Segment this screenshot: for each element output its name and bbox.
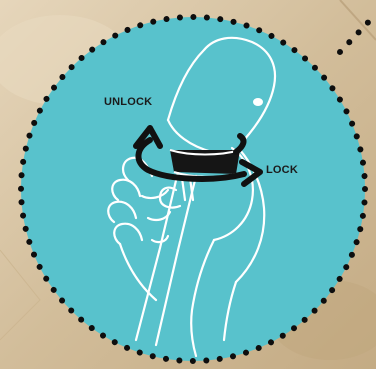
dotted-leader-line [340,14,376,52]
lock-label: LOCK [266,165,298,176]
unlock-label: UNLOCK [104,97,152,108]
